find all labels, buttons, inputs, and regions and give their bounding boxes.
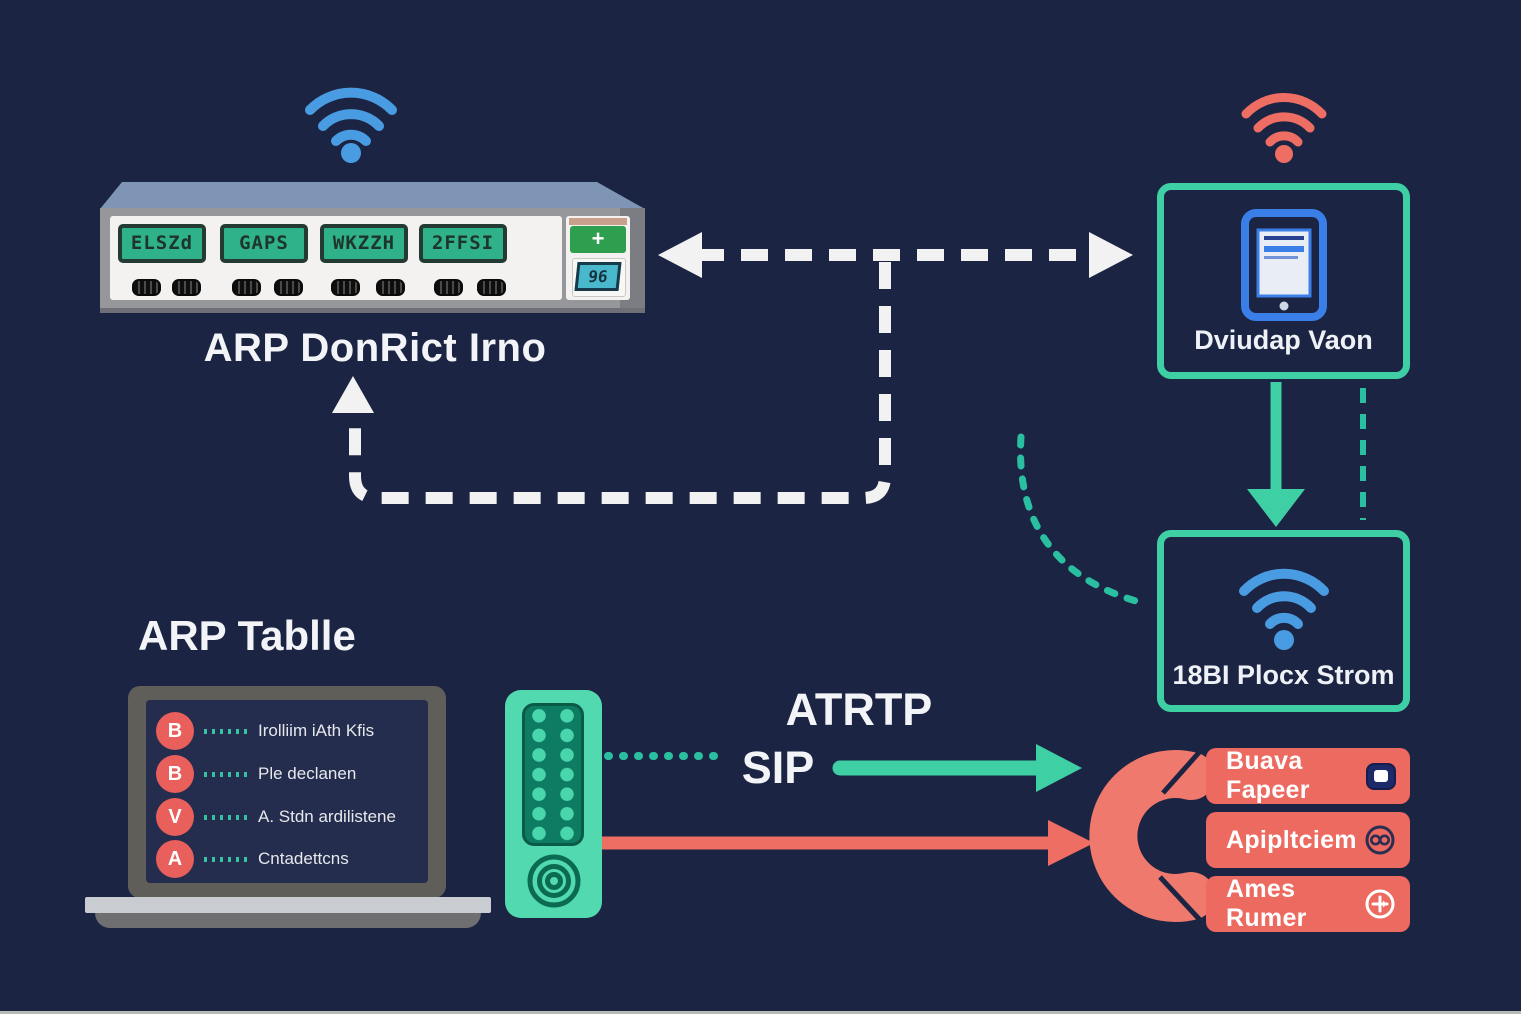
keypad — [522, 703, 584, 846]
row-text: Ple declanen — [258, 764, 357, 783]
bottom-edge-line — [0, 1011, 1521, 1014]
rtp-arrow — [602, 820, 1094, 866]
table-row: B Irolliim iAth Kfis — [156, 712, 374, 750]
stream-box: 18BI Plocx Strom — [1157, 530, 1410, 712]
ethernet-port-icon — [477, 279, 506, 296]
smartphone-icon — [1240, 209, 1327, 321]
lcd-screen: GAPS — [220, 224, 308, 263]
protocol-label-atrtp: ATRTP — [785, 684, 933, 735]
sip-arrow — [832, 744, 1082, 792]
wifi-icon-blue — [305, 87, 397, 163]
row-dotted-line — [204, 728, 248, 734]
table-row: A Cntadettcns — [156, 840, 349, 878]
row-text: Cntadettcns — [258, 849, 349, 868]
infinity-icon — [1365, 825, 1395, 855]
teal-dotted-curve — [1017, 433, 1151, 608]
device-box-label: Dviudap Vaon — [1194, 325, 1373, 355]
teal-down-arrow — [1247, 382, 1305, 527]
ethernet-port-icon — [232, 279, 261, 296]
table-row: B Ple declanen — [156, 755, 356, 793]
ethernet-port-icon — [376, 279, 405, 296]
switch-front-panel: ELSZd GAPS WKZZH 2FFSI — [110, 216, 562, 300]
wifi-icon-red — [1241, 93, 1327, 163]
action-button-2[interactable]: Apipltciem — [1206, 812, 1410, 868]
wifi-icon-box — [1238, 568, 1329, 650]
protocol-label-sip: SIP — [741, 742, 815, 793]
plus-circle-icon — [1365, 889, 1395, 919]
ethernet-port-icon — [274, 279, 303, 296]
laptop-screen: B Irolliim iAth Kfis B Ple declanen V A.… — [146, 700, 428, 883]
row-dotted-line — [204, 856, 248, 862]
ethernet-port-icon — [434, 279, 463, 296]
lcd-screen: 2FFSI — [419, 224, 507, 263]
row-badge: B — [156, 712, 194, 750]
row-badge: B — [156, 755, 194, 793]
laptop-base — [85, 897, 491, 913]
device-box: Dviudap Vaon — [1157, 183, 1410, 379]
switch-label: ARP DonRict Irno — [203, 326, 547, 370]
add-button[interactable]: + — [570, 226, 626, 253]
row-dotted-line — [204, 771, 248, 777]
laptop-base-bottom — [95, 913, 481, 928]
mini-display: 96 — [574, 262, 622, 291]
ethernet-port-icon — [172, 279, 201, 296]
row-badge: V — [156, 798, 194, 836]
stop-square-icon — [1366, 762, 1396, 790]
arp-table-title: ARP Tablle — [138, 612, 356, 659]
ethernet-port-icon — [331, 279, 360, 296]
row-dotted-line — [204, 814, 248, 820]
ethernet-port-icon — [132, 279, 161, 296]
action-button-3[interactable]: Ames Rumer — [1206, 875, 1410, 932]
action-button-label: Ames Rumer — [1226, 875, 1307, 932]
speaker-icon — [527, 854, 581, 908]
handset-icon — [1089, 746, 1215, 922]
action-button-1[interactable]: Buava Fapeer — [1206, 747, 1410, 804]
lcd-screen: ELSZd — [118, 224, 206, 263]
row-badge: A — [156, 840, 194, 878]
table-row: V A. Stdn ardilistene — [156, 798, 396, 836]
action-button-label: Apipltciem — [1226, 825, 1357, 854]
stream-box-label: 18BI Plocx Strom — [1172, 660, 1395, 690]
lcd-screen: WKZZH — [320, 224, 408, 263]
dashed-double-arrow — [658, 232, 1133, 278]
switch-trim — [569, 218, 627, 225]
action-button-label: Buava Fapeer — [1226, 747, 1310, 804]
row-text: A. Stdn ardilistene — [258, 807, 396, 826]
row-text: Irolliim iAth Kfis — [258, 721, 375, 740]
switch-top-face — [100, 182, 645, 209]
